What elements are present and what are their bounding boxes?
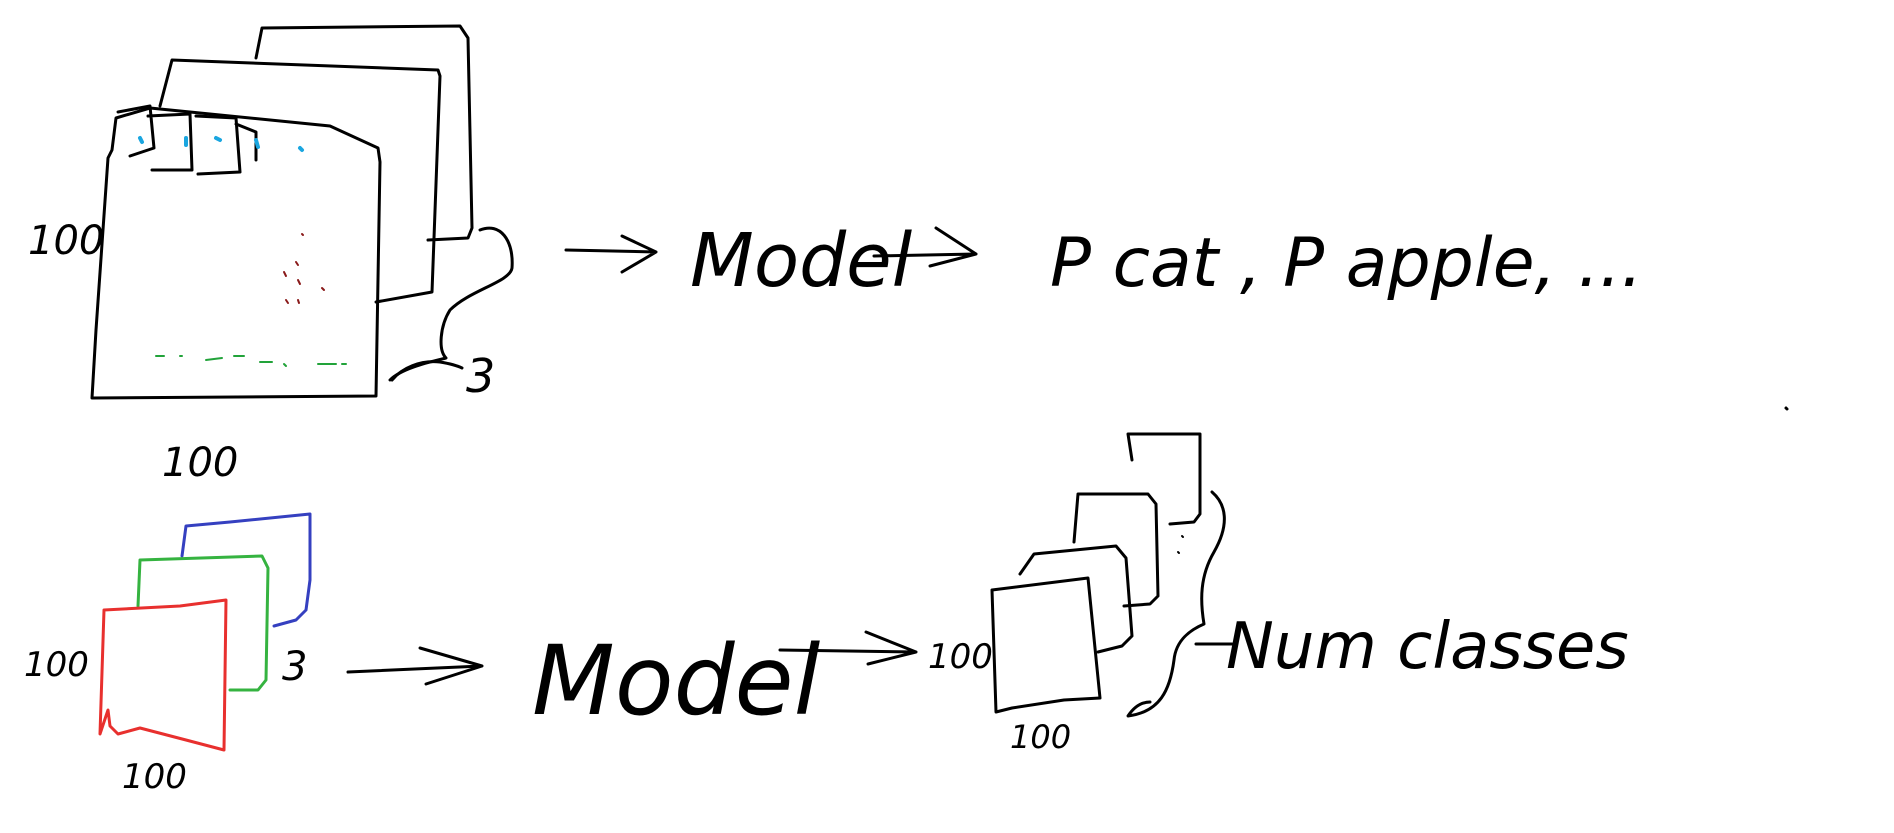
top-input-stack	[90, 24, 514, 400]
output-sheet-4	[1126, 432, 1202, 526]
top-sheet-back	[254, 24, 474, 242]
bottom-input-height-label: 100	[24, 645, 89, 685]
output-sheet-2	[1018, 544, 1134, 654]
output-sheet-front	[990, 576, 1102, 714]
bottom-input-width-label: 100	[122, 757, 187, 797]
top-channels-label: 3	[466, 349, 495, 403]
bottom-output-width-label: 100	[1010, 718, 1071, 756]
top-sheet-front	[90, 106, 382, 400]
bottom-arrow-input-to-model	[346, 646, 484, 686]
bottom-input-channels	[98, 512, 312, 752]
top-blue-dots	[138, 136, 304, 152]
blue-channel-sheet	[180, 512, 312, 628]
red-channel-sheet	[98, 598, 228, 752]
bottom-output-channels-label: Num classes	[1226, 610, 1629, 684]
bottom-output-stack	[990, 432, 1234, 718]
bottom-channels-label: 3	[282, 644, 307, 690]
top-red-dots	[283, 233, 325, 304]
top-input-height-label: 100	[28, 218, 104, 264]
top-model-label: Model	[690, 218, 913, 304]
top-sheet-middle	[158, 58, 442, 304]
top-output-label: P cat , P apple, ...	[1050, 224, 1643, 303]
green-channel-sheet	[136, 554, 270, 692]
top-arrow-model-to-output	[872, 226, 978, 268]
bottom-model-label: Model	[532, 625, 821, 737]
output-sheet-3	[1072, 492, 1160, 608]
top-arrow-input-to-model	[564, 234, 658, 274]
bottom-output-height-label: 100	[928, 637, 993, 677]
bottom-arrow-model-to-output	[778, 630, 918, 666]
top-channel-tilde	[390, 360, 464, 382]
top-green-dots	[155, 355, 347, 367]
top-input-width-label: 100	[162, 440, 238, 486]
stray-dot	[1784, 406, 1789, 411]
output-channel-brace	[1126, 490, 1226, 718]
top-kernel-windows	[116, 104, 258, 176]
output-ellipsis-dots	[1177, 535, 1184, 554]
